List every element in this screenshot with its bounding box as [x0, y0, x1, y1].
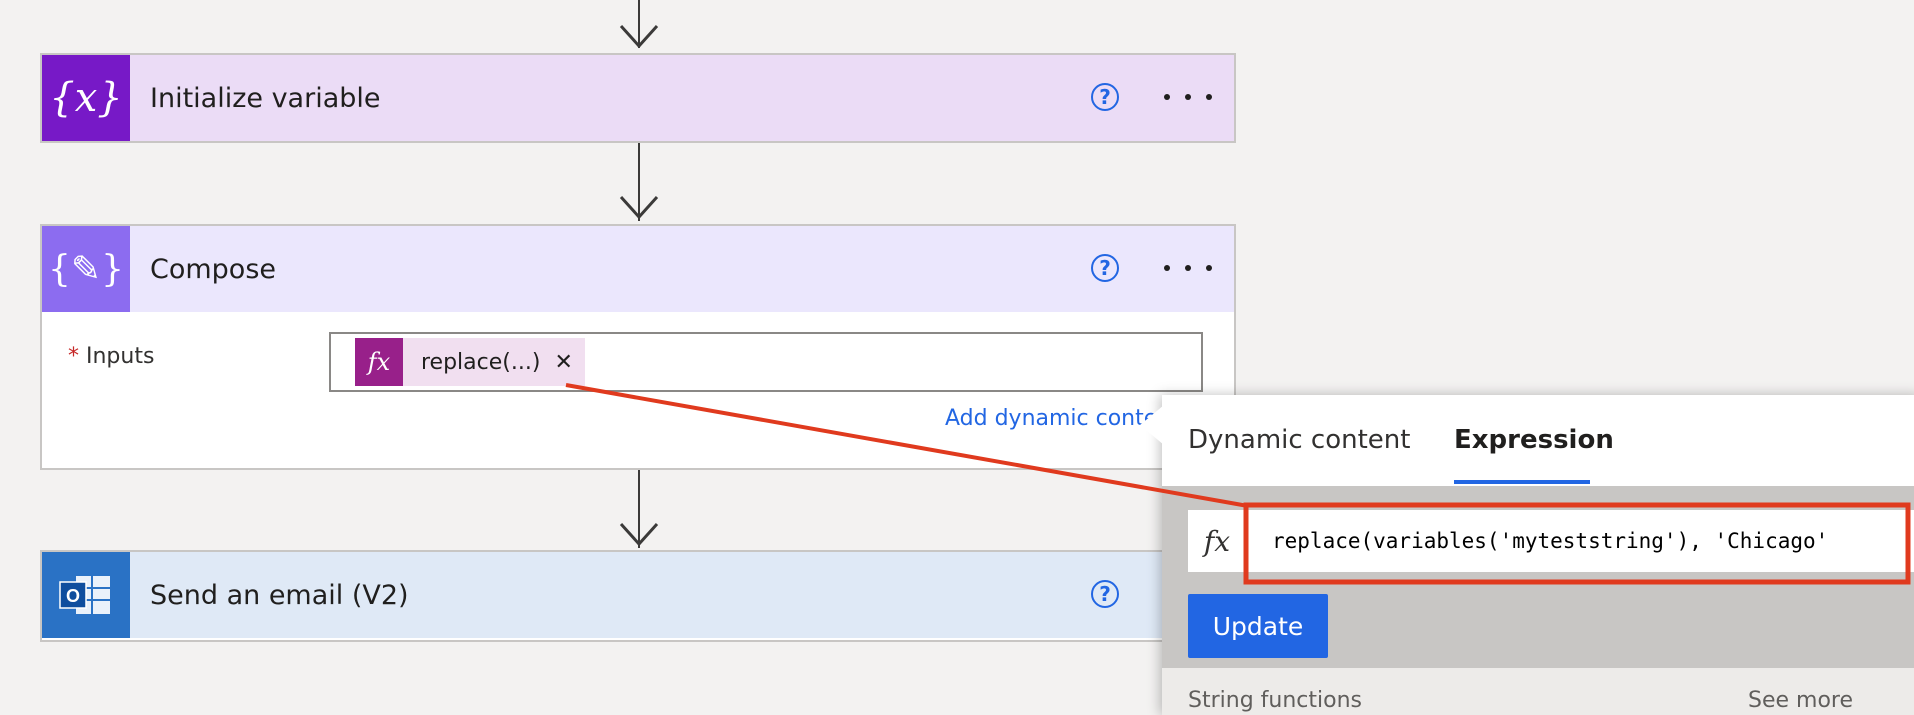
panel-callout-pointer [1140, 405, 1164, 445]
help-icon[interactable]: ? [1091, 83, 1119, 111]
expression-token[interactable]: fx replace(...) ✕ [355, 338, 585, 386]
update-button[interactable]: Update [1188, 594, 1328, 658]
step-title: Send an email (V2) [150, 579, 409, 611]
required-marker: * [68, 344, 79, 369]
inputs-label-row: * Inputs [68, 344, 154, 369]
step-title: Initialize variable [150, 82, 381, 114]
tab-dynamic-content[interactable]: Dynamic content [1188, 425, 1411, 455]
help-icon[interactable]: ? [1091, 254, 1119, 282]
more-options-icon[interactable] [1164, 248, 1212, 288]
outlook-icon: O [42, 552, 130, 638]
fx-icon: fx [1203, 524, 1231, 558]
see-more-link[interactable]: See more [1748, 688, 1854, 713]
expression-input[interactable]: replace(variables('myteststring'), 'Chic… [1272, 529, 1829, 553]
help-icon[interactable]: ? [1091, 580, 1119, 608]
annotation-highlight-box [1243, 502, 1911, 585]
step-send-email[interactable]: O Send an email (V2) ? [40, 550, 1236, 642]
expression-panel[interactable]: Dynamic content Expression fx replace(va… [1140, 395, 1914, 715]
tab-expression[interactable]: Expression [1454, 425, 1614, 455]
add-dynamic-content-link[interactable]: Add dynamic content [945, 406, 1180, 431]
functions-section: String functions See more [1162, 668, 1914, 715]
inputs-label: Inputs [86, 344, 155, 369]
step-title: Compose [150, 253, 277, 285]
inputs-field[interactable]: fx replace(...) ✕ [329, 332, 1203, 392]
expression-editor-area: fx replace(variables('myteststring'), 'C… [1162, 486, 1914, 715]
step-initialize-variable[interactable]: {x} Initialize variable ? [40, 53, 1236, 143]
compose-icon: {✎} [42, 226, 130, 312]
remove-token-icon[interactable]: ✕ [554, 349, 573, 375]
step-header[interactable]: {x} Initialize variable ? [42, 55, 1234, 141]
more-options-icon[interactable] [1164, 77, 1212, 117]
active-tab-indicator [1454, 480, 1590, 484]
step-header[interactable]: O Send an email (V2) ? [42, 552, 1234, 638]
annotation-connector-line [565, 383, 1249, 508]
expression-input-row[interactable]: fx replace(variables('myteststring'), 'C… [1188, 510, 1914, 572]
token-label: replace(...) [421, 349, 541, 375]
svg-text:O: O [66, 586, 80, 606]
function-icon: fx [355, 338, 403, 386]
section-label: String functions [1188, 688, 1362, 713]
step-compose[interactable]: {✎} Compose ? * Inputs fx replace(...) ✕… [40, 224, 1236, 470]
step-header[interactable]: {✎} Compose ? [42, 226, 1234, 312]
variable-icon: {x} [42, 55, 130, 141]
